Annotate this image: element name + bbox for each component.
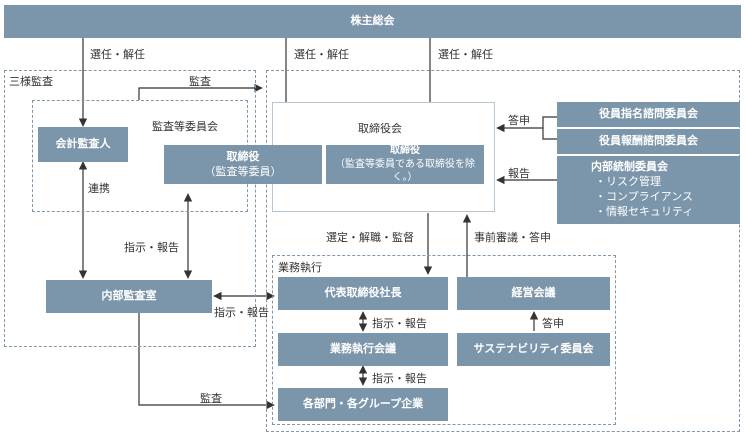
label-instruct-dept: 指示・報告 (372, 372, 427, 385)
director-audit-line2: （監査等委員） (204, 164, 282, 178)
management-meeting: 経営会議 (457, 277, 610, 310)
label-instruct-exec: 指示・報告 (372, 317, 427, 330)
internal-control-title: 内部統制委員会 (591, 160, 668, 174)
internal-control-committee: 内部統制委員会 ・リスク管理 ・コンプライアンス ・情報セキュリティ (557, 156, 740, 224)
label-coop: 連携 (88, 182, 110, 195)
director-non-audit-line1: 取締役 (390, 145, 420, 157)
internal-audit-office: 内部監査室 (46, 280, 212, 313)
label-answer-sust: 答申 (542, 317, 564, 330)
label-elect-auditor: 選任・解任 (90, 48, 145, 61)
president-label: 代表取締役社長 (324, 286, 402, 300)
departments-label: 各部門・各グループ企業 (302, 397, 424, 411)
shareholders-meeting-label: 株主総会 (350, 14, 395, 28)
label-elect-director-audit: 選任・解任 (294, 48, 349, 61)
label-elect-director: 選任・解任 (438, 48, 493, 61)
president: 代表取締役社長 (278, 277, 448, 310)
remuneration-committee-label: 役員報酬諮問委員会 (599, 134, 698, 148)
three-audit-frame (4, 70, 256, 347)
line-audit-top (138, 83, 263, 100)
execution-meeting: 業務執行会議 (278, 333, 448, 366)
label-instruct-president: 指示・報告 (214, 306, 269, 319)
director-non-audit: 取締役 （監査等委員である取締役を除く。） (326, 145, 484, 184)
label-answer-board: 答申 (508, 114, 530, 127)
director-non-audit-line2: （監査等委員である取締役を除く。） (335, 158, 475, 184)
three-audit-label: 三様監査 (9, 75, 53, 88)
label-prior: 事前審議・答申 (474, 231, 551, 244)
accounting-auditor: 会計監査人 (38, 127, 128, 162)
business-execution-label: 業務執行 (278, 261, 322, 274)
shareholders-meeting: 株主総会 (4, 5, 741, 38)
departments-group: 各部門・各グループ企業 (278, 388, 448, 421)
label-select: 選定・解職・監督 (326, 231, 414, 244)
governance-frame (266, 70, 740, 432)
sustainability-label: サステナビリティ委員会 (473, 342, 594, 356)
internal-control-item: ・リスク管理 (595, 175, 661, 189)
label-report-board: 報告 (508, 167, 530, 180)
execution-meeting-label: 業務執行会議 (330, 342, 396, 356)
label-instruct-audit: 指示・報告 (124, 241, 179, 254)
board-label: 取締役会 (358, 122, 402, 135)
audit-committee-label: 監査等委員会 (152, 120, 218, 133)
nomination-committee: 役員指名諮問委員会 (557, 102, 740, 127)
director-audit-line1: 取締役 (226, 149, 260, 163)
label-audit-bottom: 監査 (200, 392, 222, 405)
management-meeting-label: 経営会議 (511, 286, 556, 300)
sustainability-committee: サステナビリティ委員会 (457, 333, 610, 366)
internal-control-item: ・情報セキュリティ (595, 204, 694, 218)
label-audit-top: 監査 (189, 75, 211, 88)
line-audit-bottom (138, 313, 275, 410)
director-audit-member: 取締役 （監査等委員） (164, 145, 322, 184)
accounting-auditor-label: 会計監査人 (55, 137, 111, 151)
business-execution-frame (272, 255, 616, 425)
remuneration-committee: 役員報酬諮問委員会 (557, 129, 740, 154)
internal-control-item: ・コンプライアンス (595, 190, 694, 203)
nomination-committee-label: 役員指名諮問委員会 (599, 107, 698, 121)
internal-audit-label: 内部監査室 (101, 289, 157, 303)
